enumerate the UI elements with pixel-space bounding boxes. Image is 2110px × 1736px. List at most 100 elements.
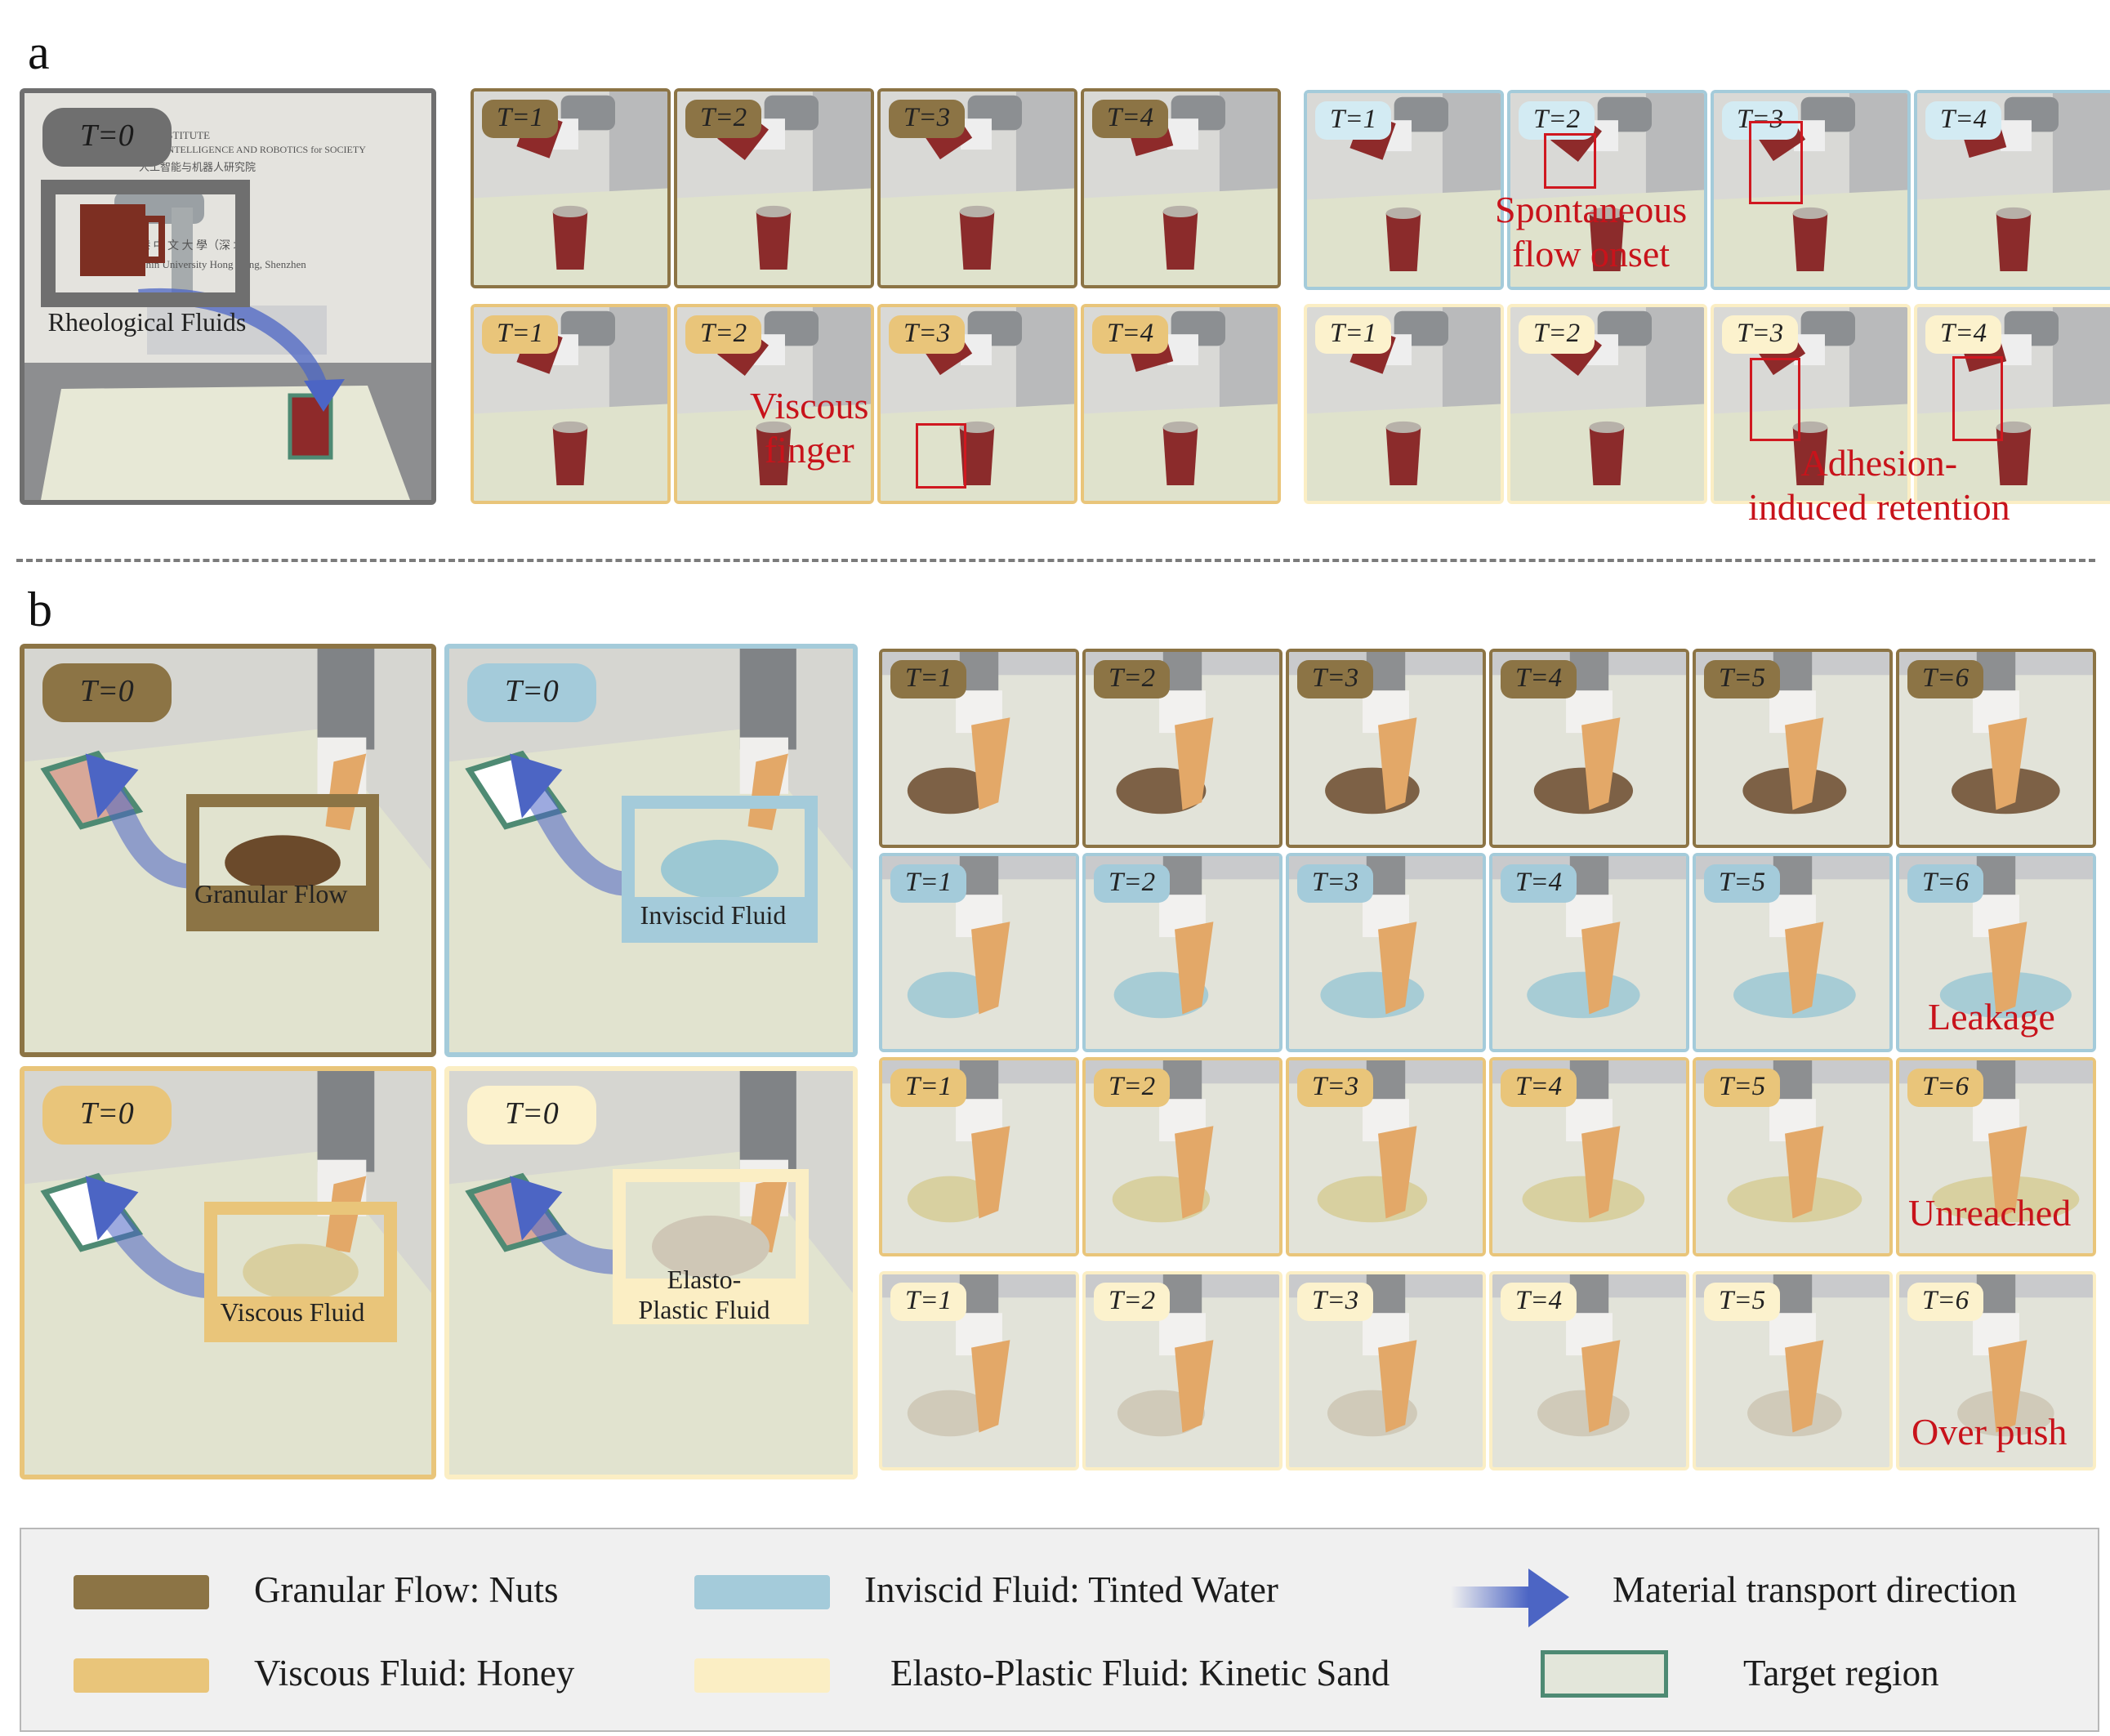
- time-label: T=6: [1907, 1069, 1984, 1107]
- scene-b-elasto: T=0: [444, 1066, 858, 1479]
- sequence-b-viscous-frame-6: T=6: [1896, 1057, 2096, 1256]
- sequence-a-elasto-frame-3: T=3: [1711, 304, 1911, 504]
- legend: Granular Flow: Nuts Inviscid Fluid: Tint…: [20, 1528, 2099, 1732]
- legend-swatch-viscous: [74, 1658, 209, 1693]
- frame-photo: [1492, 1060, 1686, 1253]
- time-label: T=0: [42, 663, 172, 722]
- sequence-b-inviscid-frame-3: T=3: [1286, 853, 1486, 1052]
- sequence-b-elasto-frame-3: T=3: [1286, 1271, 1486, 1470]
- sequence-b-viscous-frame-5: T=5: [1693, 1057, 1893, 1256]
- sequence-b-elasto-frame-4: T=4: [1489, 1271, 1689, 1470]
- frame-photo: [1307, 307, 1501, 501]
- material-highlight-box: [186, 794, 379, 931]
- sequence-b-inviscid-frame-2: T=2: [1082, 853, 1283, 1052]
- bg-text-5: Chin University Hong Kong, Shenzhen: [139, 258, 306, 270]
- annotation-unreached: Unreached: [1908, 1192, 2072, 1234]
- scene-b-viscous: T=0: [20, 1066, 436, 1479]
- frame-photo: [474, 307, 667, 501]
- sequence-b-granular-frame-3: T=3: [1286, 649, 1486, 848]
- frame-photo: [881, 307, 1074, 501]
- time-label: T=5: [1704, 864, 1781, 903]
- sequence-b-elasto-frame-1: T=1: [879, 1271, 1079, 1470]
- sequence-a-inviscid-frame-1: T=1: [1304, 90, 1504, 290]
- sequence-b-elasto-frame-6: T=6: [1896, 1271, 2096, 1470]
- annotation-viscous-finger: Viscous finger: [750, 385, 869, 471]
- time-label: T=2: [685, 315, 762, 354]
- time-label: T=4: [1925, 315, 2002, 354]
- mug-icon: [80, 204, 165, 276]
- annotation-adhesion: Adhesion- induced retention: [1748, 442, 2010, 529]
- time-label: T=4: [1925, 101, 2002, 140]
- legend-granular: Granular Flow: Nuts: [254, 1569, 559, 1610]
- sequence-b-inviscid-frame-5: T=5: [1693, 853, 1893, 1052]
- highlight-adhesion-1: [1750, 358, 1800, 441]
- sequence-b-viscous-frame-3: T=3: [1286, 1057, 1486, 1256]
- sequence-a-granular-frame-2: T=2: [674, 88, 874, 288]
- panel-label-b: b: [28, 582, 52, 636]
- sequence-b-elasto-frame-2: T=2: [1082, 1271, 1283, 1470]
- time-label: T=3: [1297, 1283, 1374, 1321]
- frame-photo: [1510, 93, 1704, 287]
- sequence-b-granular-frame-4: T=4: [1489, 649, 1689, 848]
- scene-a-material-label: Rheological Fluids: [47, 307, 247, 337]
- annotation-over-push: Over push: [1911, 1411, 2068, 1453]
- sequence-b-inviscid-frame-1: T=1: [879, 853, 1079, 1052]
- sequence-a-elasto-frame-2: T=2: [1507, 304, 1707, 504]
- time-label: T=3: [1722, 101, 1799, 140]
- frame-photo: [1084, 91, 1278, 285]
- time-label: T=1: [890, 1283, 967, 1321]
- highlight-adhesion-2: [1952, 356, 2003, 441]
- time-label: T=3: [1297, 864, 1374, 903]
- time-label: T=6: [1907, 660, 1984, 698]
- legend-inviscid: Inviscid Fluid: Tinted Water: [864, 1569, 1278, 1610]
- time-label: T=1: [1315, 315, 1392, 354]
- time-label: T=2: [1094, 864, 1171, 903]
- sequence-a-granular-frame-1: T=1: [471, 88, 671, 288]
- time-label: T=0: [42, 108, 172, 167]
- sequence-a-elasto-frame-1: T=1: [1304, 304, 1504, 504]
- sequence-a-inviscid-frame-3: T=3: [1711, 90, 1911, 290]
- time-label: T=3: [1297, 1069, 1374, 1107]
- bg-text-2: CIAL INTELLIGENCE AND ROBOTICS for SOCIE…: [139, 144, 366, 155]
- scene-a-overview: EN INSTITUTE CIAL INTELLIGENCE AND ROBOT…: [20, 88, 436, 505]
- scene-b-granular: T=0: [20, 644, 436, 1057]
- legend-swatch-granular: [74, 1575, 209, 1609]
- scene-a-photo: [25, 93, 431, 500]
- time-label: T=4: [1501, 1283, 1577, 1321]
- material-highlight-box: [613, 1169, 809, 1324]
- time-label: T=6: [1907, 864, 1984, 903]
- frame-photo: [1899, 856, 2093, 1049]
- time-label: T=5: [1704, 1069, 1781, 1107]
- time-label: T=2: [1519, 315, 1595, 354]
- time-label: T=2: [1094, 660, 1171, 698]
- material-highlight-box: [622, 796, 818, 943]
- time-label: T=4: [1092, 315, 1169, 354]
- annotation-leakage: Leakage: [1928, 996, 2055, 1038]
- sequence-a-inviscid-frame-2: T=2: [1507, 90, 1707, 290]
- sequence-a-viscous-frame-1: T=1: [471, 304, 671, 504]
- bg-text-4: 港 中 文 大 學（深 圳）: [139, 240, 257, 252]
- time-label: T=3: [1297, 660, 1374, 698]
- scene-granular-label: Granular Flow: [194, 879, 348, 908]
- time-label: T=2: [1094, 1069, 1171, 1107]
- scene-elasto-label: Elasto- Plastic Fluid: [638, 1265, 770, 1324]
- time-label: T=1: [890, 660, 967, 698]
- sequence-a-inviscid-frame-4: T=4: [1914, 90, 2110, 290]
- legend-arrow: Material transport direction: [1613, 1569, 2017, 1610]
- time-label: T=1: [482, 315, 559, 354]
- scene-viscous-label: Viscous Fluid: [220, 1297, 365, 1327]
- highlight-spontaneous-flow: [1544, 133, 1596, 189]
- section-divider: [16, 559, 2095, 562]
- time-label: T=0: [467, 663, 596, 722]
- arrow-icon: [1451, 1569, 1569, 1627]
- time-label: T=6: [1907, 1283, 1984, 1321]
- sequence-b-granular-frame-1: T=1: [879, 649, 1079, 848]
- highlight-viscous-finger: [916, 423, 966, 489]
- frame-photo: [1714, 307, 1907, 501]
- time-label: T=4: [1501, 864, 1577, 903]
- sequence-a-elasto-frame-4: T=4: [1914, 304, 2110, 504]
- sequence-b-viscous-frame-1: T=1: [879, 1057, 1079, 1256]
- time-label: T=1: [890, 864, 967, 903]
- time-label: T=5: [1704, 660, 1781, 698]
- time-label: T=4: [1501, 1069, 1577, 1107]
